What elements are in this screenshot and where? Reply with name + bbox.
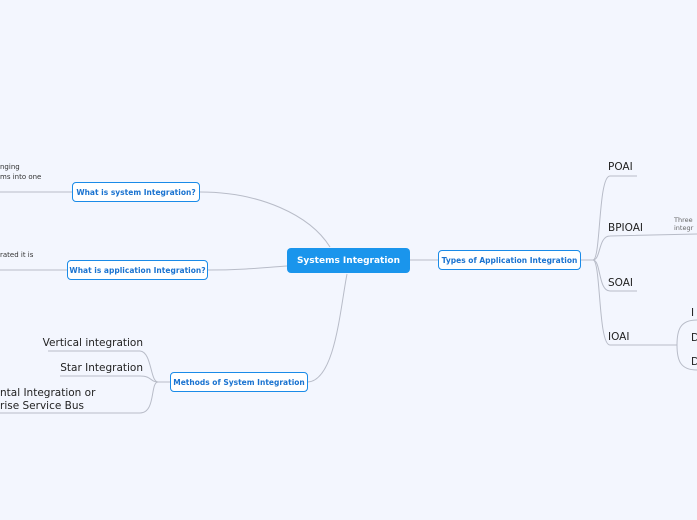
ioai-child-1[interactable]: I xyxy=(691,307,695,319)
method-star[interactable]: Star Integration xyxy=(60,362,143,374)
root-node[interactable]: Systems Integration xyxy=(287,248,410,273)
note-application-integration: rated it is xyxy=(0,251,34,259)
method-vertical[interactable]: Vertical integration xyxy=(42,337,143,349)
type-poai[interactable]: POAI xyxy=(608,161,633,173)
node-what-is-application-integration[interactable]: What is application Integration? xyxy=(67,260,208,280)
type-ioai[interactable]: IOAI xyxy=(608,331,630,343)
type-bpioai[interactable]: BPIOAI xyxy=(608,222,643,234)
ioai-child-3[interactable]: D xyxy=(691,356,697,368)
type-soai[interactable]: SOAI xyxy=(608,277,634,289)
ioai-child-2[interactable]: D xyxy=(691,332,697,344)
node-methods-of-system-integration[interactable]: Methods of System Integration xyxy=(170,372,308,392)
node-what-is-system-integration[interactable]: What is system Integration? xyxy=(72,182,200,202)
node-types-of-application-integration[interactable]: Types of Application Integration xyxy=(438,250,581,270)
